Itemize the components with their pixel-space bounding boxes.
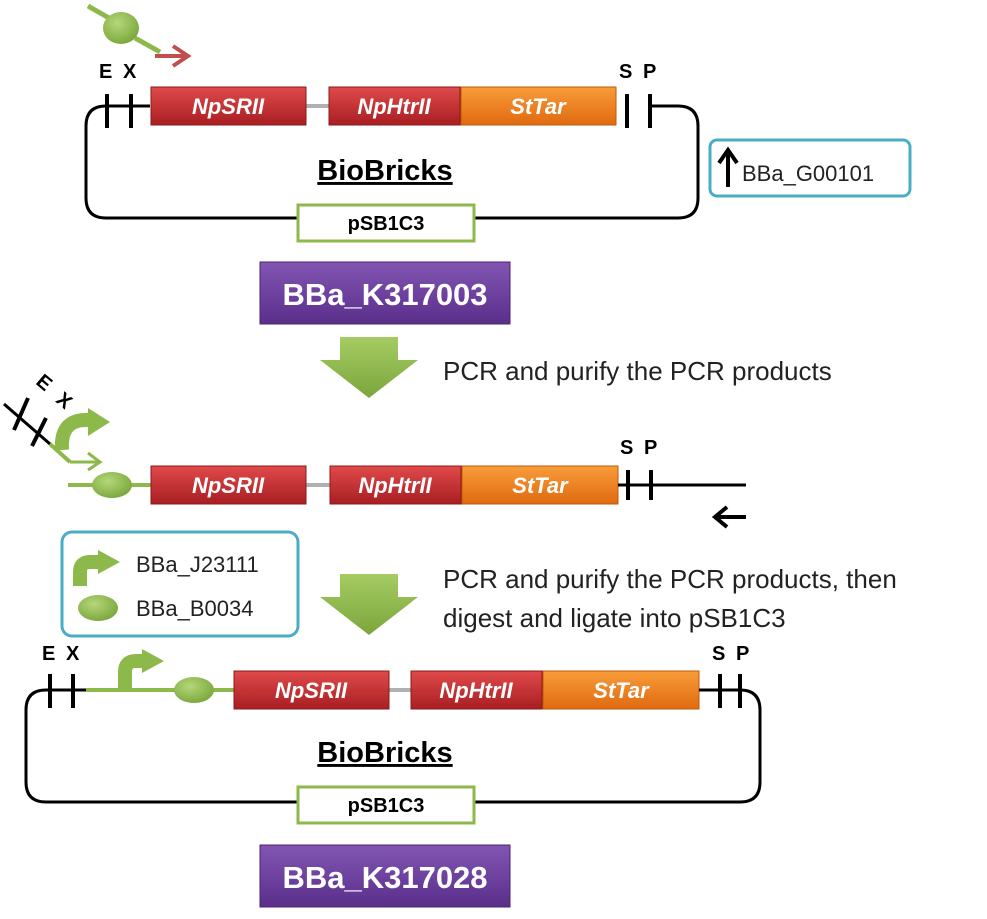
pcr-product: E X NpSRII NpHtrII StTar S P — [3, 370, 746, 529]
legend-rbs-label: BBa_B0034 — [136, 596, 253, 621]
primer-legend-box — [708, 138, 912, 198]
part-npsrii — [150, 465, 307, 505]
part-id-badge — [259, 844, 511, 908]
rbs-oval-icon — [103, 12, 139, 44]
promoter-legend-icon — [73, 555, 100, 586]
site-label-e: E — [42, 643, 55, 665]
promoter-arrowhead-icon — [142, 649, 164, 673]
backbone-label: pSB1C3 — [348, 213, 425, 235]
legend-box — [60, 530, 300, 638]
step-2-caption-line-2: digest and ligate into pSB1C3 — [443, 603, 786, 633]
restriction-site-x-mark — [30, 417, 48, 447]
overhang-line — [3, 402, 51, 446]
site-label-x: X — [66, 643, 80, 665]
promoter-legend-arrowhead-icon — [98, 550, 120, 574]
construct-title: BioBricks — [317, 737, 452, 769]
part-label-nphtrii: NpHtrII — [439, 678, 513, 703]
part-sttar — [460, 86, 617, 126]
part-id-label: BBa_K317028 — [282, 860, 487, 895]
promoter-bent-arrow-icon — [118, 654, 144, 690]
promoter-bent-arrow-icon — [54, 413, 92, 451]
step-1: PCR and purify the PCR products — [320, 337, 832, 398]
down-arrow-icon — [320, 337, 418, 398]
rbs-legend-icon — [78, 595, 118, 621]
construct-1: E X S P NpSRII NpHtrII StTar BioBricks p… — [84, 3, 912, 325]
part-npsrii — [233, 670, 390, 710]
part-sttar — [542, 670, 700, 710]
site-label-s: S — [619, 61, 632, 83]
backbone-label: pSB1C3 — [348, 795, 425, 817]
step-2-caption-line-1: PCR and purify the PCR products, then — [443, 564, 897, 594]
part-label-nphtrii: NpHtrII — [358, 473, 432, 498]
part-sttar — [461, 465, 619, 505]
part-label-npsrii: NpSRII — [275, 678, 348, 703]
backbone-box — [296, 785, 476, 825]
reverse-primer-arrowhead-icon — [711, 505, 729, 529]
restriction-site-e-mark — [12, 397, 30, 431]
part-npsrii — [150, 86, 307, 126]
part-label-nphtrii: NpHtrII — [357, 94, 431, 119]
rbs-oval-icon — [174, 677, 214, 703]
part-label-npsrii: NpSRII — [192, 473, 265, 498]
part-nphtrii — [410, 670, 543, 710]
part-id-badge — [259, 261, 511, 325]
site-label-x: X — [52, 388, 77, 414]
promoter-overhang-line — [48, 442, 72, 464]
part-label-sttar: StTar — [510, 94, 567, 119]
primer-label: BBa_G00101 — [742, 161, 874, 186]
site-label-s: S — [712, 643, 725, 665]
part-label-sttar: StTar — [512, 473, 569, 498]
part-label-npsrii: NpSRII — [192, 94, 265, 119]
part-nphtrii — [329, 465, 462, 505]
promoter-arrowhead-icon — [88, 408, 110, 436]
step-1-caption: PCR and purify the PCR products — [443, 356, 832, 386]
rbs-oval-icon — [92, 472, 132, 498]
site-label-s: S — [620, 437, 633, 459]
forward-primer-arrowhead-icon — [87, 451, 103, 472]
site-label-e: E — [32, 370, 56, 395]
backbone-box — [296, 203, 476, 243]
primer-arrowhead-icon — [717, 146, 739, 165]
site-label-p: P — [644, 437, 657, 459]
site-label-p: P — [643, 61, 656, 83]
step-2: PCR and purify the PCR products, then di… — [320, 564, 897, 635]
part-id-label: BBa_K317003 — [282, 277, 487, 312]
construct-2: E X S P NpSRII NpHtrII StTar BioBricks p… — [24, 643, 762, 908]
part-nphtrii — [328, 86, 461, 126]
construct-title: BioBricks — [317, 155, 452, 187]
promoter-line — [133, 35, 162, 55]
legend-promoter-label: BBa_J23111 — [136, 552, 259, 577]
legend: BBa_J23111 BBa_B0034 — [60, 530, 300, 638]
site-label-e: E — [99, 61, 112, 83]
site-label-p: P — [736, 643, 749, 665]
site-label-x: X — [123, 61, 137, 83]
down-arrow-icon — [320, 574, 418, 635]
part-label-sttar: StTar — [593, 678, 650, 703]
transcription-arrowhead-icon — [171, 44, 192, 68]
